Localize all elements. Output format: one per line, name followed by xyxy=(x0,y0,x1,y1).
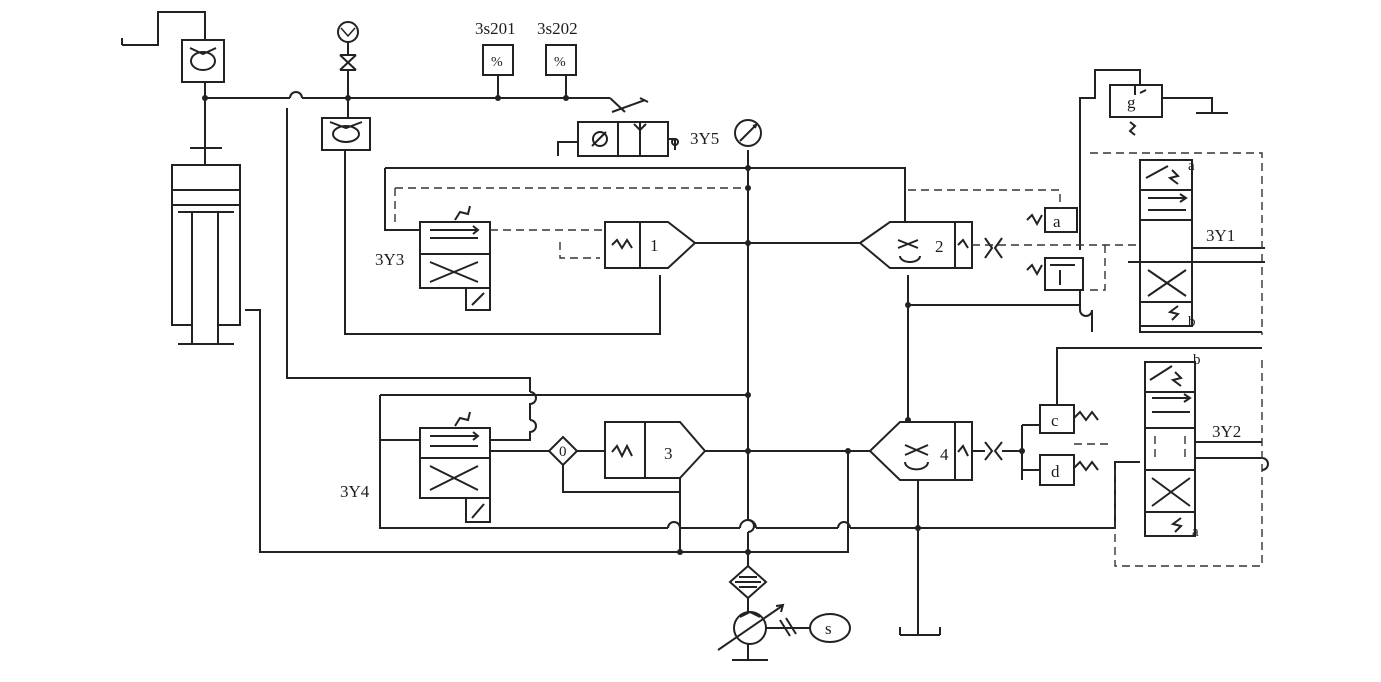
pilot-label-a: a xyxy=(1053,212,1061,231)
cartridge-valve-3: 3 xyxy=(604,421,707,479)
valve-label-3y4: 3Y4 xyxy=(340,482,370,501)
valve-label-3y5: 3Y5 xyxy=(690,129,719,148)
filter xyxy=(728,564,768,600)
valve-label-3y2: 3Y2 xyxy=(1212,422,1241,441)
spool-end-label-b-upper: b xyxy=(1188,314,1196,330)
dashed-box-upper xyxy=(394,152,1263,335)
cartridge-label-1: 1 xyxy=(650,236,659,255)
cartridge-valve-2: 2 xyxy=(858,221,973,269)
cartridge-valve-4: 4 xyxy=(868,421,973,481)
check-valve-0: 0 xyxy=(547,435,579,467)
spool-end-label-b-lower: b xyxy=(1193,352,1201,368)
tank-top-left xyxy=(121,11,206,46)
prefill-check-valve xyxy=(181,39,225,140)
valve-3y4: 3Y4 xyxy=(340,411,491,523)
pilot-valve-b-upper xyxy=(1026,257,1084,291)
motor-label: s xyxy=(825,619,832,638)
pressure-gauge-trunk xyxy=(734,119,762,147)
cartridge-label-2: 2 xyxy=(935,237,944,256)
pilot-valve-d: d xyxy=(1039,454,1099,486)
electric-motor: s xyxy=(809,613,851,643)
pilot-label-c: c xyxy=(1051,411,1059,430)
check-valve-center xyxy=(321,98,371,151)
relief-valve-g: g xyxy=(1079,69,1228,250)
switch-label-3s202: 3s202 xyxy=(537,19,578,38)
cartridge-label-3: 3 xyxy=(664,444,673,463)
pump xyxy=(717,598,810,661)
pilot-label-d: d xyxy=(1051,462,1060,481)
spool-end-label-a-lower: a xyxy=(1192,524,1199,540)
valve-label-3y3: 3Y3 xyxy=(375,250,404,269)
switch-label-3s201: 3s201 xyxy=(475,19,516,38)
pressure-gauge-top xyxy=(337,21,359,98)
svg-text:%: % xyxy=(554,55,566,70)
pilot-label-g: g xyxy=(1127,93,1136,112)
valve-3y5: 3Y5 xyxy=(557,97,719,157)
valve-3y1: a b 3Y1 xyxy=(1128,158,1265,333)
orifice-lower xyxy=(972,424,1040,480)
pilot-valve-c: c xyxy=(1039,347,1262,434)
valve-3y3: 3Y3 xyxy=(375,205,491,311)
valve-label-3y1: 3Y1 xyxy=(1206,226,1235,245)
check-label-0: 0 xyxy=(559,444,567,460)
junction-dots xyxy=(202,95,921,555)
dashed-box-lower xyxy=(1074,360,1263,567)
valve-3y2: b a 3Y2 xyxy=(1144,352,1269,540)
cartridge-label-4: 4 xyxy=(940,445,949,464)
pressure-switch-3s201: 3s201 % xyxy=(475,19,516,101)
cartridge-valve-1: 1 xyxy=(604,221,697,269)
cylinder xyxy=(171,140,241,345)
spool-end-label-a-upper: a xyxy=(1188,158,1195,174)
main-lines xyxy=(205,91,1140,636)
pressure-switch-3s202: 3s202 % xyxy=(537,19,578,101)
svg-text:%: % xyxy=(491,55,503,70)
orifice-upper xyxy=(984,237,1003,259)
pilot-valve-a: a xyxy=(1026,207,1078,233)
